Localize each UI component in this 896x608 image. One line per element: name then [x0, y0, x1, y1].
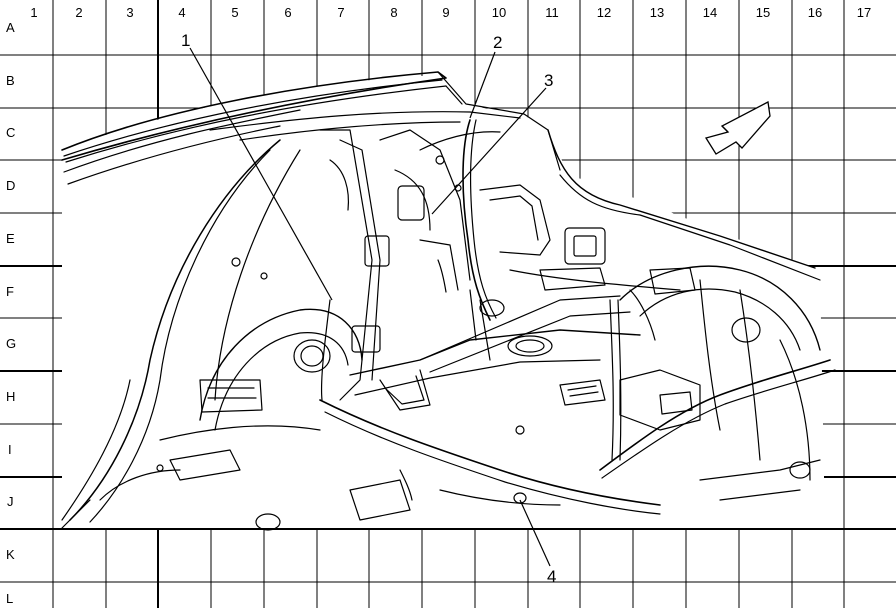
col-label: 12: [597, 5, 611, 20]
c-pillar: [69, 139, 281, 521]
wiring-harness-lower: [599, 359, 831, 471]
callout-label-4: 4: [547, 567, 556, 586]
col-label: 7: [337, 5, 344, 20]
col-label: 1: [30, 5, 37, 20]
col-label: 15: [756, 5, 770, 20]
body-backing: [62, 75, 825, 528]
left-wheelhouse: [199, 308, 363, 421]
callout-leader-3: [431, 87, 547, 215]
callout-labels: 1 2 3 4: [181, 31, 556, 586]
col-label: 5: [231, 5, 238, 20]
rear-floor-pan: [349, 329, 641, 376]
row-labels: A B C D E F G H I J K L: [6, 20, 16, 606]
col-label: 13: [650, 5, 664, 20]
callout-leader-1: [189, 47, 333, 301]
wiring-harness-floor: [319, 399, 661, 506]
callout-label-1: 1: [181, 31, 190, 50]
row-label: B: [6, 73, 15, 88]
row-label: I: [8, 442, 12, 457]
rear-compartment-illustration: [61, 71, 836, 531]
column-labels: 1 2 3 4 5 6 7 8 9 10 11 12 13 14 15 16 1…: [30, 5, 871, 20]
callout-label-3: 3: [544, 71, 553, 90]
callout-leader-2: [469, 51, 496, 119]
row-label: D: [6, 178, 15, 193]
callout-leaders: [189, 47, 551, 567]
row-label: F: [6, 284, 14, 299]
right-quarter-panel: [547, 129, 816, 269]
callout-label-2: 2: [493, 33, 502, 52]
row-label: K: [6, 547, 15, 562]
row-label: E: [6, 231, 15, 246]
col-label: 14: [703, 5, 717, 20]
row-label: L: [6, 591, 13, 606]
col-label: 11: [545, 5, 559, 20]
col-label: 2: [75, 5, 82, 20]
col-label: 10: [492, 5, 506, 20]
row-label: A: [6, 20, 15, 35]
col-label: 8: [390, 5, 397, 20]
col-label: 16: [808, 5, 822, 20]
direction-arrow-icon: [704, 100, 771, 155]
col-label: 17: [857, 5, 871, 20]
col-label: 4: [178, 5, 185, 20]
col-label: 3: [126, 5, 133, 20]
roof-rail: [61, 71, 447, 161]
row-label: C: [6, 125, 15, 140]
callout-leader-4: [519, 499, 551, 567]
row-label: J: [7, 494, 14, 509]
row-label: H: [6, 389, 15, 404]
row-label: G: [6, 336, 16, 351]
col-label: 9: [442, 5, 449, 20]
wiring-harness-center: [462, 119, 491, 321]
col-label: 6: [284, 5, 291, 20]
